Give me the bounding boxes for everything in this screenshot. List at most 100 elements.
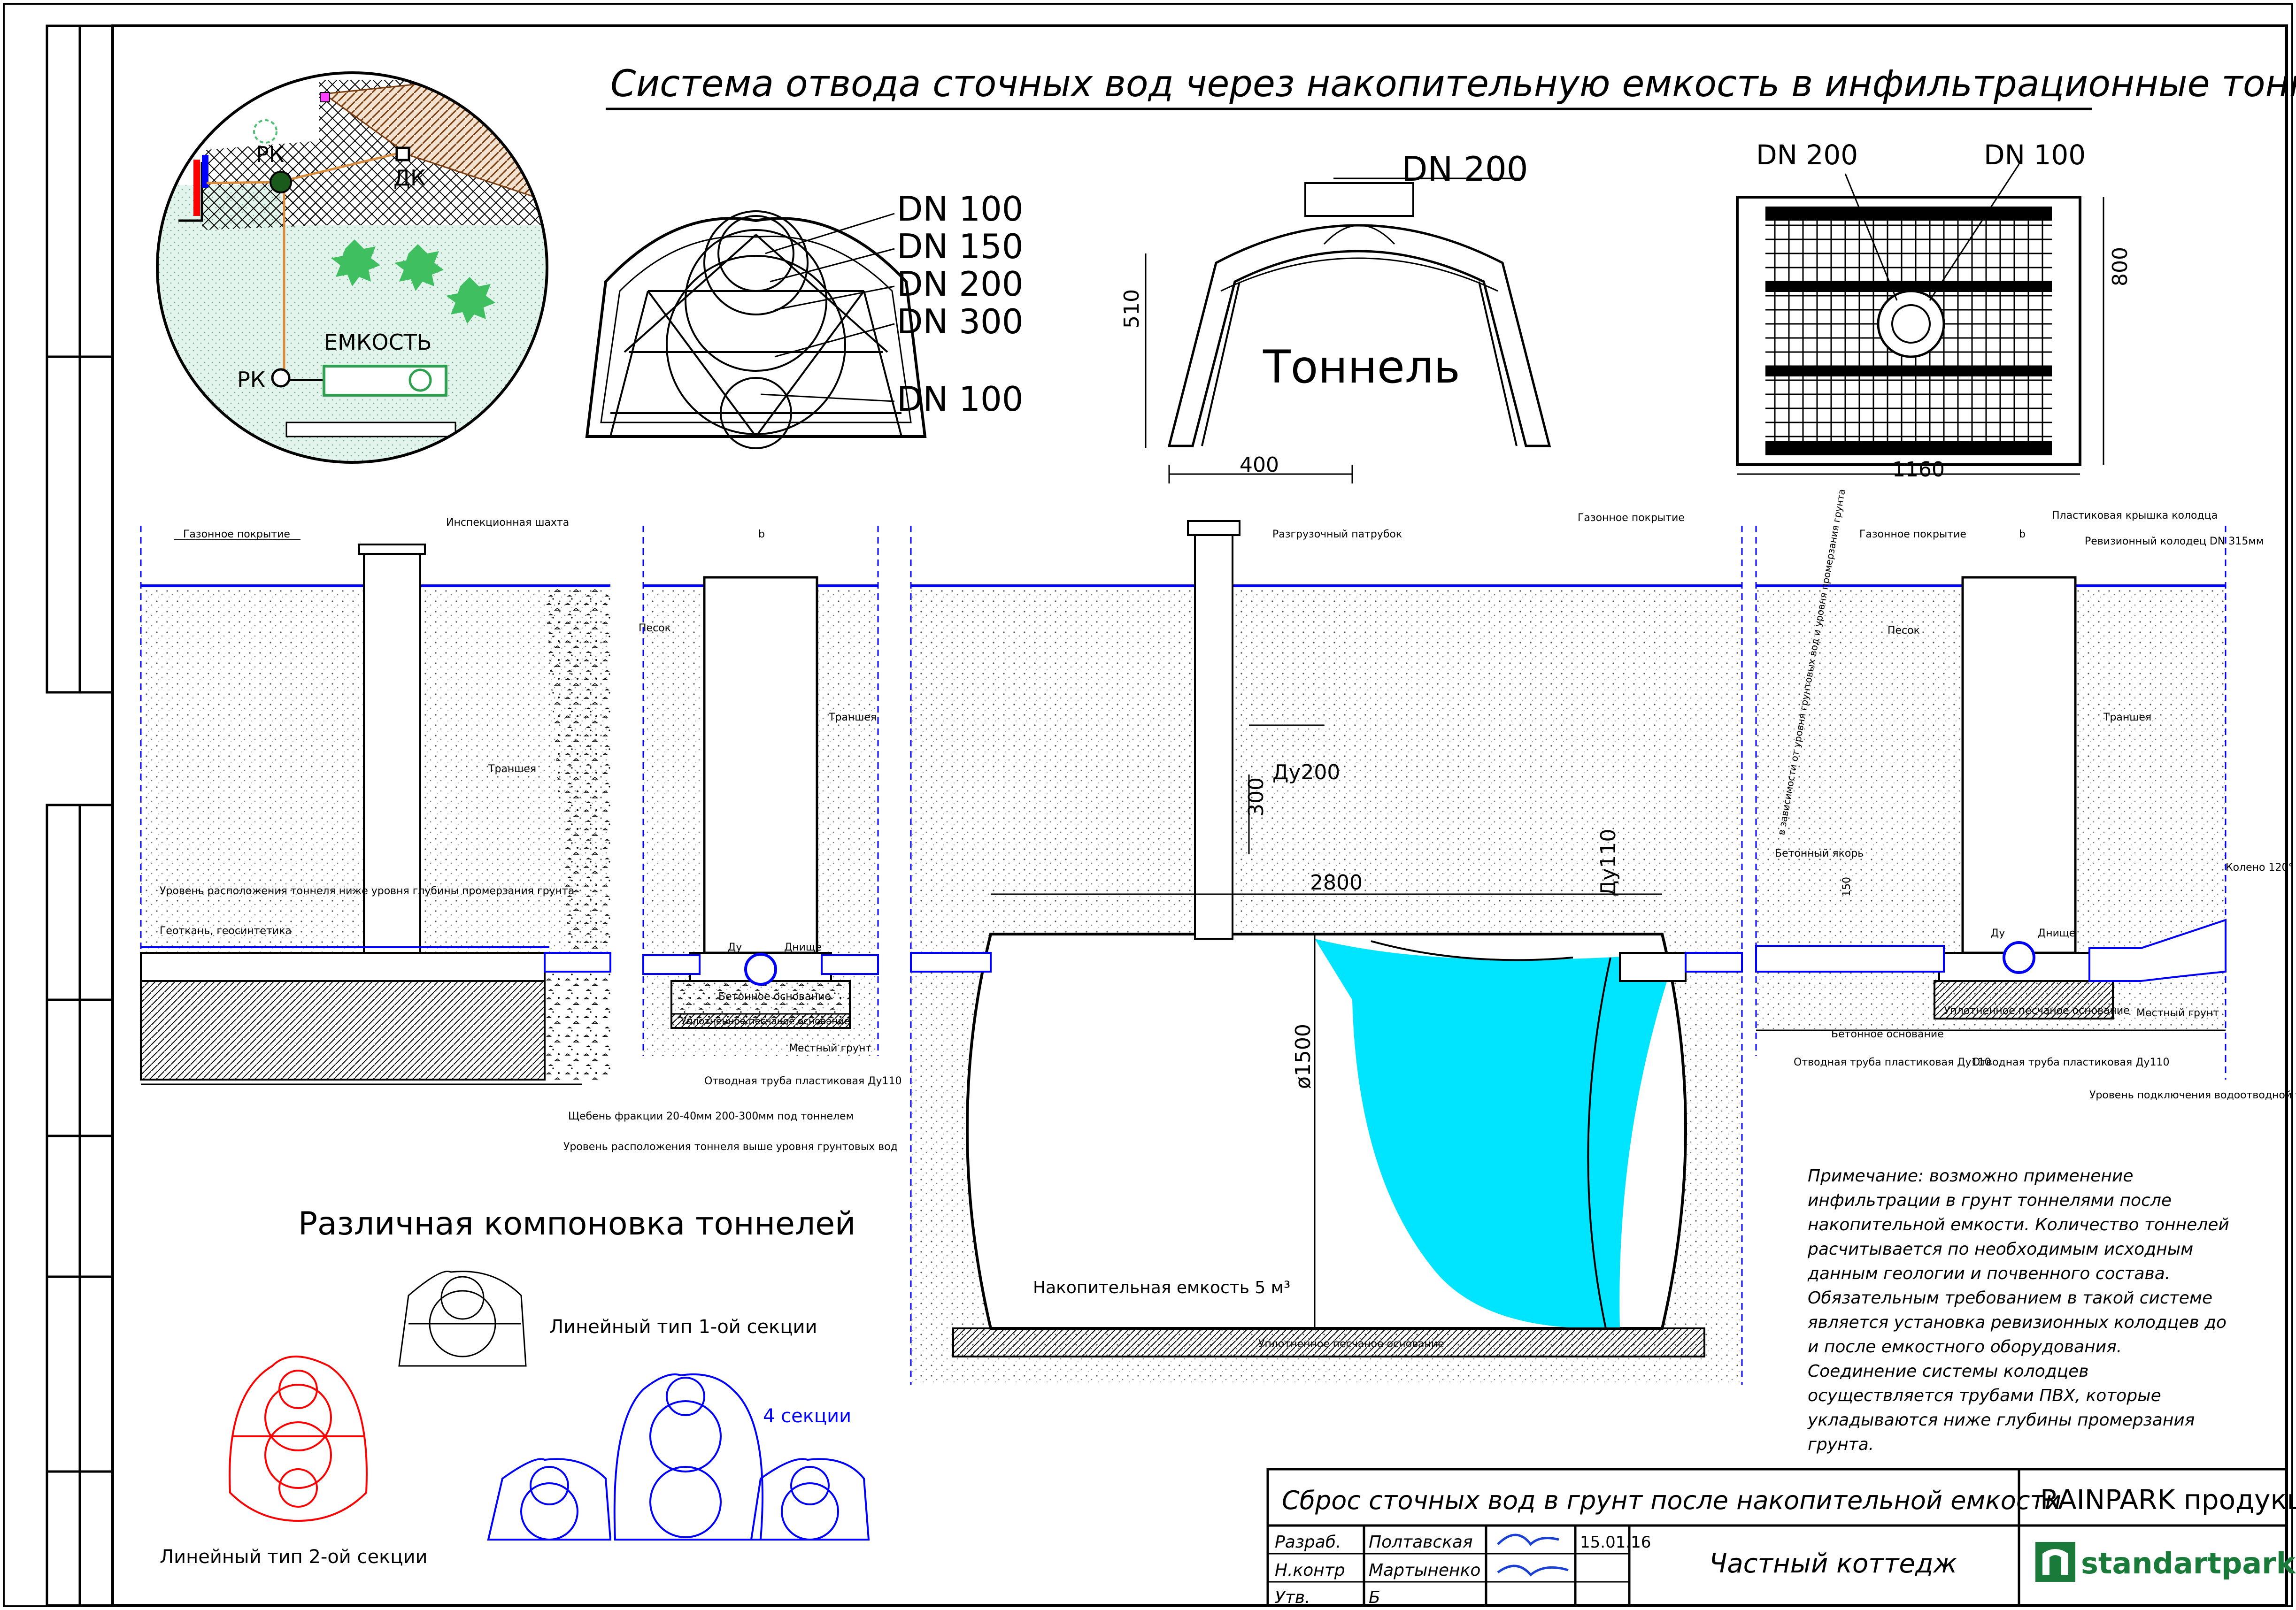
brand-name: standartpark [2081,1546,2296,1580]
tunnel-height-dim: 510 [1120,289,1144,329]
sand-label-2: Песок [1888,625,1920,636]
site-plan-inset: РК ДК РК ЕМКОСТЬ [156,71,548,464]
rk-label-bottom: РК [237,367,265,392]
native-soil-label-2: Местный грунт [2136,1007,2219,1019]
role-control: Н.контр [1275,1561,1345,1580]
rk-label-top: РК [256,142,284,167]
title-block [1266,1468,2288,1607]
layout-type-2-icon [229,1356,368,1522]
type2-label: Линейный тип 2-ой секции [160,1546,428,1568]
sand-label: Песок [639,622,671,634]
bottom-label-2: Днище [2038,928,2075,939]
bottom-label: Днище [784,942,822,953]
dn-label: DN 200 [897,264,1024,304]
compacted-sand-label: Уплотненное песчаное основание [681,1015,850,1027]
signature-2 [1497,1564,1569,1577]
rk-well-icon-2 [271,368,291,388]
lawn-label-1: Газонное покрытие [183,529,290,540]
type1-label: Линейный тип 1-ой секции [549,1316,817,1338]
side-stamp [46,24,114,1607]
dk-well-icon [395,146,410,161]
dn-label: DN 150 [897,227,1024,266]
project-name: Частный коттедж [1709,1549,1957,1579]
connection-level-label: Уровень подключения водоотводной трубы н… [2089,1089,2296,1101]
tunnel-side-dn: DN 200 [1402,149,1528,189]
top-length-dim: 800 [2108,247,2132,286]
tunnel-level-label: Уровень расположения тоннеля ниже уровня… [160,885,574,897]
note-text: Примечание: возможно применение инфильтр… [1808,1166,2229,1454]
h300-label: 300 [1244,777,1268,817]
du-label: Ду [728,942,742,953]
tunnel-side-view [1145,177,1551,483]
doc-date: 15.01.16 [1580,1533,1651,1552]
well-b-dim: b [758,529,765,540]
du110-label: Ду110 [1596,829,1620,897]
lawn-label-3: Газонное покрытие [1859,529,1966,540]
name-developer: Полтавская [1369,1533,1473,1552]
layout-type-1-icon [398,1271,527,1367]
doc-title: Сброс сточных вод в грунт после накопите… [1282,1486,2061,1515]
h150-label: 150 [1841,877,1853,897]
du-label-2: Ду [1991,928,2005,939]
du200-label: Ду200 [1272,760,1340,784]
tank-length-dim: 2800 [1310,871,1363,895]
native-soil-label: Местный грунт [789,1043,871,1054]
signature-1 [1497,1533,1559,1546]
revision-well-label: Ревизионный колодец DN 315мм [2085,536,2264,547]
dk-label: ДК [393,165,426,191]
brand-logo: standartpark [2035,1542,2296,1582]
tunnel-name: Тоннель [1263,341,1460,393]
name-control: Мартыненко [1369,1561,1480,1580]
section-well-1 [642,526,879,1056]
tank-volume-label: Накопительная емкость 5 м³ [1033,1278,1290,1297]
section-well-2 [1755,526,2227,1080]
role-developer: Разраб. [1275,1533,1341,1552]
well-b-dim-2: b [2019,529,2026,540]
trench-label: Траншея [488,763,536,775]
elbow-label: Колено 120° [2226,862,2294,874]
concrete-base-label-2: Бетонное основание [1831,1028,1944,1040]
geotextile-label: Геоткань, геосинтетика [160,925,292,937]
inset-circle [156,71,548,464]
tunnel-top-view [1736,164,2104,475]
type4-label: 4 секции [763,1405,851,1427]
tank-diameter-dim: ø1500 [1291,1024,1315,1089]
tree-outline-icon [253,119,277,144]
dn-label: DN 100 [897,189,1024,229]
trench-label-3: Траншея [2103,712,2151,723]
red-wall [193,160,200,216]
top-dn200: DN 200 [1756,139,1858,171]
gravel-label: Щебень фракции 20-40мм 200-300мм под тон… [568,1111,854,1122]
outlet-pipe-label-2: Отводная труба пластиковая Ду110 [1794,1057,1991,1068]
concrete-anchor-label: Бетонный якорь [1775,848,1864,859]
unload-pipe-label: Разгрузочный патрубок [1272,529,1402,540]
dn-label: DN 100 [897,379,1024,419]
tank-label: ЕМКОСТЬ [324,330,431,355]
well-lid-label: Пластиковая крышка колодца [2052,510,2218,521]
section-tunnel [140,526,611,1085]
tunnel-width-dim: 400 [1240,453,1279,477]
tunnel-front-view [585,210,927,449]
section-tank [910,520,1743,1385]
inspection-shaft-label: Инспекционная шахта [446,517,569,529]
tank-sand-label: Уплотненное песчаное основание [1258,1338,1444,1350]
concrete-base-label: Бетонное основание [718,991,831,1003]
blue-pipe [202,155,208,188]
groundwater-level-label: Уровень расположения тоннеля выше уровня… [563,1141,898,1153]
role-approve: Утв. [1275,1588,1310,1607]
layouts-heading: Различная компоновка тоннелей [298,1205,855,1242]
dn-label: DN 300 [897,302,1024,341]
shrub-icons [331,239,495,324]
outlet-pipe-label: Отводная труба пластиковая Ду110 [704,1075,901,1087]
tank-rect [323,365,447,397]
top-dn100: DN 100 [1984,139,2086,171]
tunnel-front-dn-labels: DN 100 DN 150 DN 200 DN 300 DN 100 [897,189,1024,419]
name-approve: Б [1369,1588,1380,1607]
lawn-label-2: Газонное покрытие [1578,512,1685,524]
main-title: Система отвода сточных вод через накопит… [610,63,2296,105]
outlet-pipe-label-3: Отводная труба пластиковая Ду110 [1972,1057,2169,1068]
top-width-dim: 1160 [1892,458,1945,482]
magenta-marker [320,92,330,102]
layout-type-4-icon [487,1373,870,1541]
